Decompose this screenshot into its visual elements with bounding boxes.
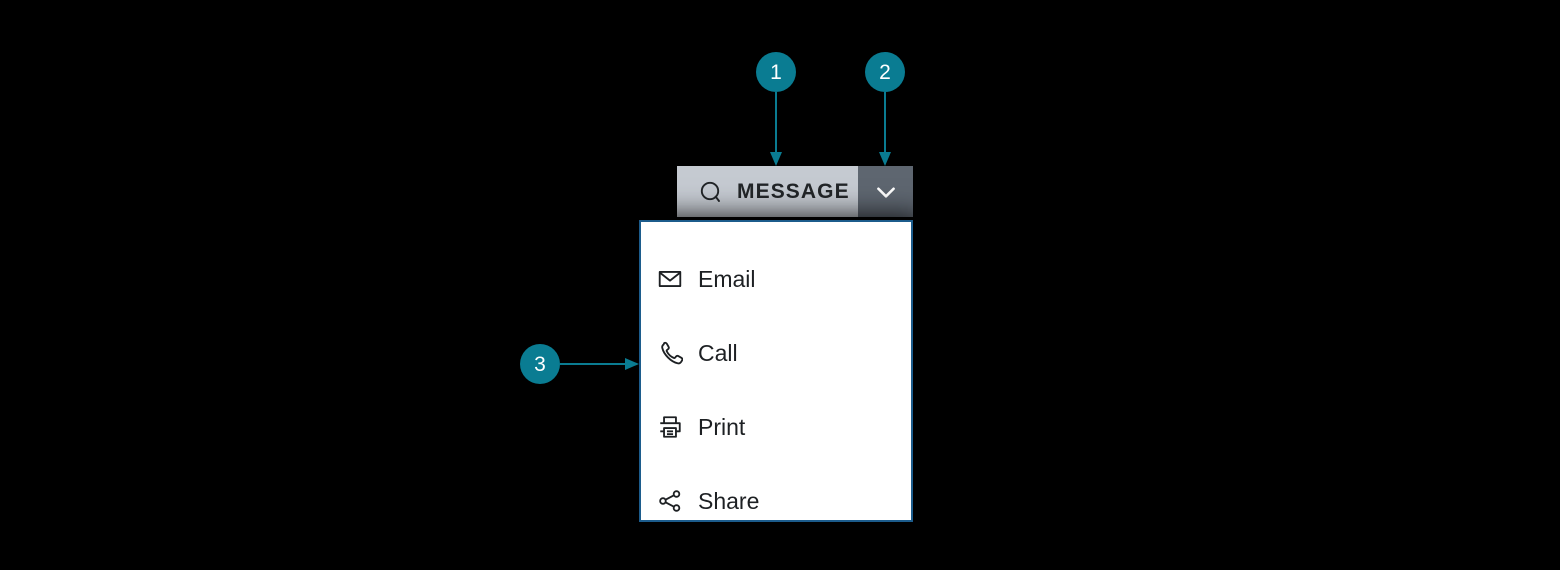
callout-badge-2: 2 [865,52,905,92]
message-split-button[interactable]: MESSAGE [677,166,913,217]
share-nodes-icon [656,487,684,515]
dropdown-menu[interactable]: Email Call Print [639,220,913,522]
phone-icon [656,339,684,367]
callout-badge-3-number: 3 [534,352,546,376]
chevron-down-icon [872,178,900,206]
envelope-icon [656,265,684,293]
menu-item-share-label: Share [698,487,760,514]
menu-item-share[interactable]: Share [641,464,911,538]
message-dropdown-toggle[interactable] [858,166,913,217]
menu-item-call-label: Call [698,339,738,366]
callout-badge-1-number: 1 [770,60,782,84]
callout-badge-1: 1 [756,52,796,92]
message-bubble-icon [696,178,724,206]
menu-item-print[interactable]: Print [641,390,911,464]
message-button[interactable]: MESSAGE [677,166,858,217]
printer-icon [656,413,684,441]
menu-item-email-label: Email [698,265,756,292]
menu-item-print-label: Print [698,413,746,440]
callout-badge-3: 3 [520,344,560,384]
menu-item-email[interactable]: Email [641,242,911,316]
message-button-label: MESSAGE [737,180,850,203]
menu-item-call[interactable]: Call [641,316,911,390]
callout-badge-2-number: 2 [879,60,891,84]
